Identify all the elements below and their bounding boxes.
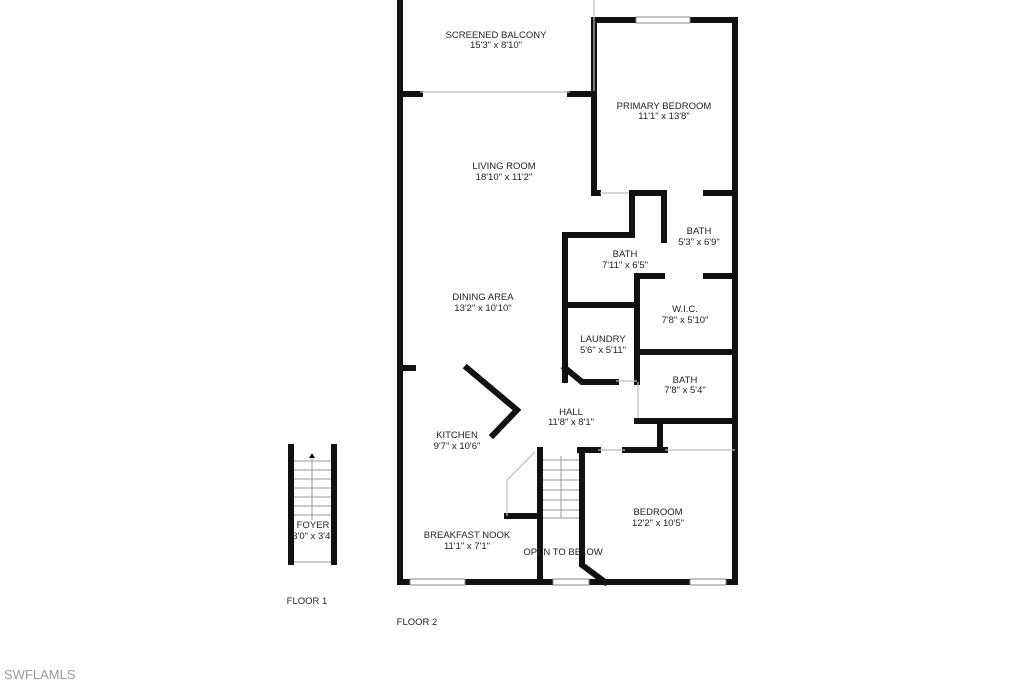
open-to-below-note: OPEN TO BELOW [523, 547, 602, 558]
room-size: 7'11" x 6'5" [602, 260, 648, 271]
room-name: SCREENED BALCONY [446, 30, 547, 41]
room-name: PRIMARY BEDROOM [617, 101, 712, 112]
room-name: BEDROOM [633, 507, 682, 518]
room-size: 7'8" x 5'4" [664, 385, 706, 396]
room-size: 3'0" x 3'4" [292, 531, 334, 542]
room-name: FOYER [297, 520, 330, 531]
room-name: W.I.C. [672, 304, 698, 315]
foyer-stairs [288, 444, 337, 565]
room-size: 7'8" x 5'10" [662, 315, 709, 326]
room-name: HALL [559, 407, 583, 418]
floor-2-label: FLOOR 2 [397, 617, 438, 628]
room-name: DINING AREA [452, 292, 514, 303]
room-name: KITCHEN [436, 430, 478, 441]
room-size: 11'8" x 8'1" [548, 417, 594, 428]
room-name: LAUNDRY [580, 334, 626, 345]
room-size: 13'2" x 10'10" [454, 303, 511, 314]
room-name: LIVING ROOM [472, 161, 535, 172]
room-name: BREAKFAST NOOK [424, 530, 511, 541]
room-name: BATH [613, 249, 638, 260]
room-size: 15'3" x 8'10" [470, 40, 522, 51]
room-name: BATH [687, 226, 712, 237]
room-size: 9'7" x 10'6" [434, 441, 481, 452]
room-size: 11'1" x 13'8" [638, 111, 689, 122]
floor-1-label: FLOOR 1 [287, 596, 328, 607]
room-size: 5'6" x 5'11" [580, 345, 626, 356]
room-size: 5'3" x 6'9" [678, 237, 720, 248]
room-labels: FOYER 3'0" x 3'4" SCREENED BALCONY 15'3"… [287, 30, 720, 628]
room-size: 12'2" x 10'5" [632, 518, 684, 529]
room-name: BATH [673, 375, 698, 386]
room-size: 11'1" x 7'1" [444, 541, 490, 552]
room-size: 18'10" x 11'2" [476, 172, 533, 183]
floor-2-walls [397, 0, 738, 587]
watermark: SWFLAMLS [4, 667, 76, 682]
